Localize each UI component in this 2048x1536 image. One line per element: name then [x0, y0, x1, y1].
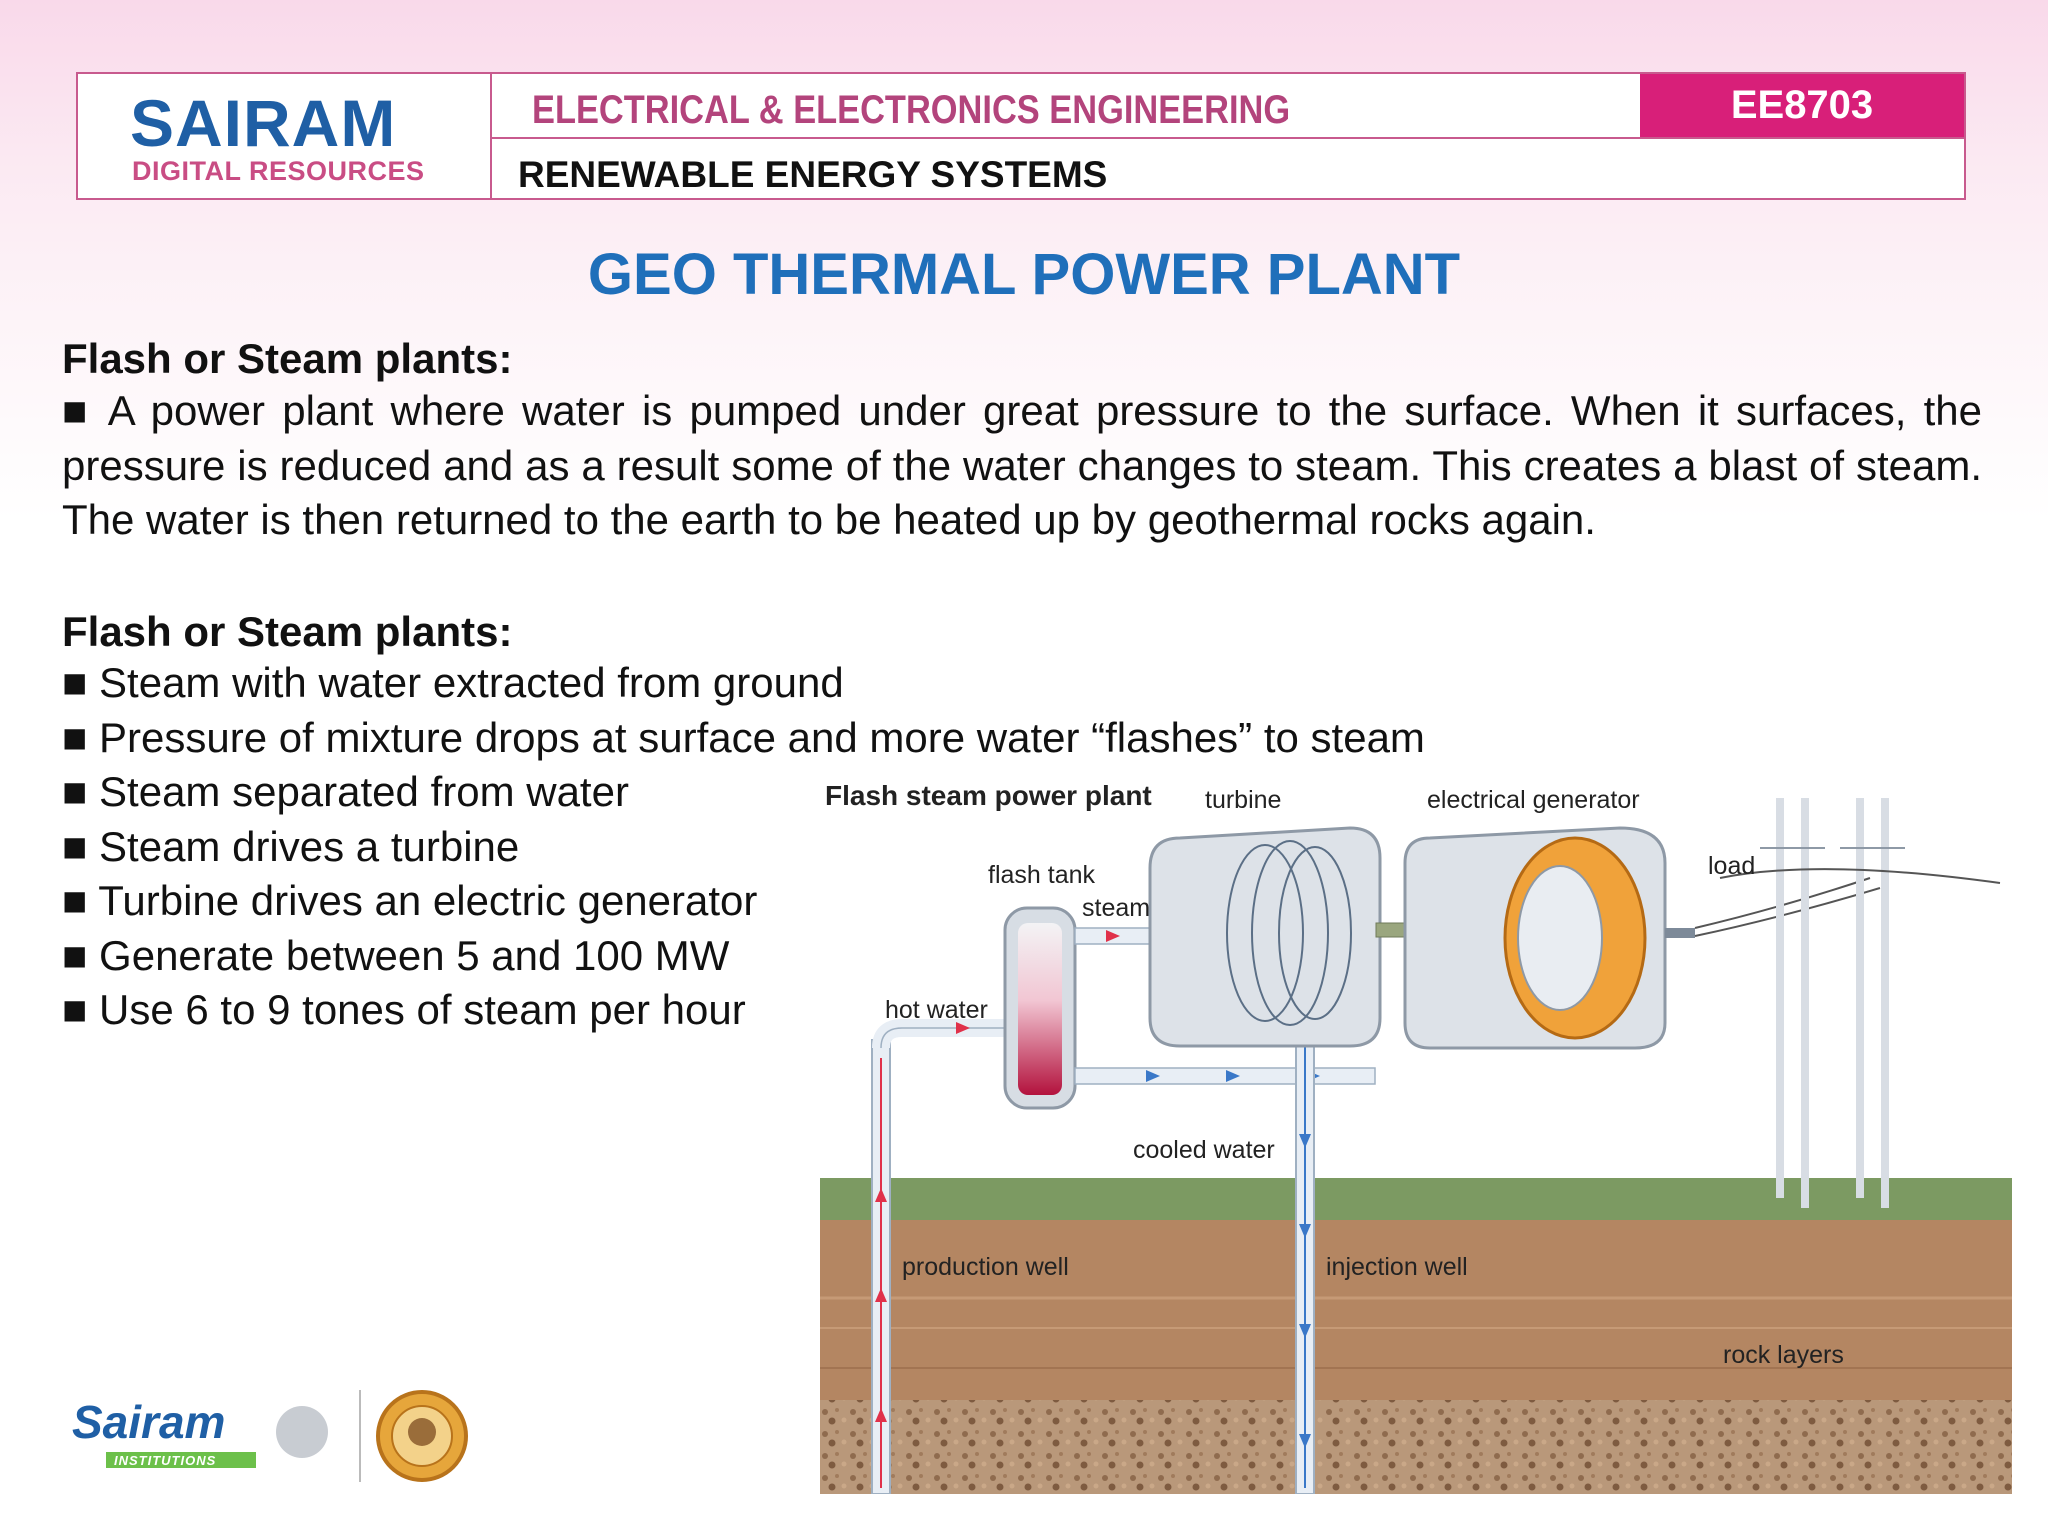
- subject-name: RENEWABLE ENERGY SYSTEMS: [518, 154, 1108, 195]
- sairam-digital-logo: SAIRAM DIGITAL RESOURCES: [78, 74, 492, 198]
- label-steam: steam: [1082, 894, 1150, 922]
- label-production-well: production well: [902, 1253, 1069, 1281]
- footer-logo-text: Sairam: [72, 1396, 225, 1448]
- label-injection-well: injection well: [1326, 1253, 1468, 1281]
- department-name: ELECTRICAL & ELECTRONICS ENGINEERING: [532, 88, 1291, 132]
- footer-logo-subtext: INSTITUTIONS: [114, 1453, 216, 1468]
- soil-layer: [820, 1220, 2012, 1400]
- founder-portrait-icon: [276, 1406, 328, 1458]
- logo-sub-text: DIGITAL RESOURCES: [132, 156, 425, 186]
- section-heading-2: Flash or Steam plants:: [62, 608, 513, 655]
- label-load: load: [1708, 852, 1755, 880]
- page-title: GEO THERMAL POWER PLANT: [587, 242, 1461, 307]
- label-turbine: turbine: [1205, 786, 1281, 814]
- ground-surface: [820, 1178, 2012, 1220]
- section-heading-1: Flash or Steam plants:: [62, 335, 513, 382]
- label-hot-water: hot water: [885, 996, 988, 1024]
- course-code-badge: EE8703: [1640, 74, 1964, 137]
- rock-layer: [820, 1400, 2012, 1494]
- bullet-list: ■ Steam with water extracted from ground…: [62, 656, 1425, 1038]
- course-code: EE8703: [1730, 83, 1874, 127]
- description-paragraph: ■ A power plant where water is pumped un…: [62, 387, 1982, 543]
- label-cooled-water: cooled water: [1133, 1136, 1275, 1164]
- label-rock-layers: rock layers: [1723, 1341, 1844, 1369]
- list-item: ■ Steam with water extracted from ground: [62, 659, 844, 706]
- list-item: ■ Generate between 5 and 100 MW: [62, 931, 730, 979]
- header-divider: [492, 137, 1964, 139]
- diagram-title: Flash steam power plant: [825, 780, 1152, 811]
- list-item: ■ Steam drives a turbine: [62, 822, 520, 870]
- list-item: ■ Pressure of mixture drops at surface a…: [62, 713, 1425, 761]
- list-item: ■ Turbine drives an electric generator: [62, 877, 758, 924]
- label-flash-tank: flash tank: [988, 861, 1096, 889]
- list-item: ■ Steam separated from water: [62, 768, 629, 815]
- sairam-institutions-logo: Sairam INSTITUTIONS: [72, 1390, 468, 1482]
- list-item: ■ Use 6 to 9 tones of steam per hour: [62, 986, 746, 1033]
- header-banner: SAIRAM DIGITAL RESOURCES ELECTRICAL & EL…: [76, 72, 1966, 200]
- flash-steam-plant-diagram: Flash steam power plant turbine electric…: [820, 780, 2012, 1494]
- logo-main-text: SAIRAM: [130, 86, 397, 160]
- turbine-housing: [1148, 826, 1382, 1048]
- label-electrical-generator: electrical generator: [1427, 786, 1640, 814]
